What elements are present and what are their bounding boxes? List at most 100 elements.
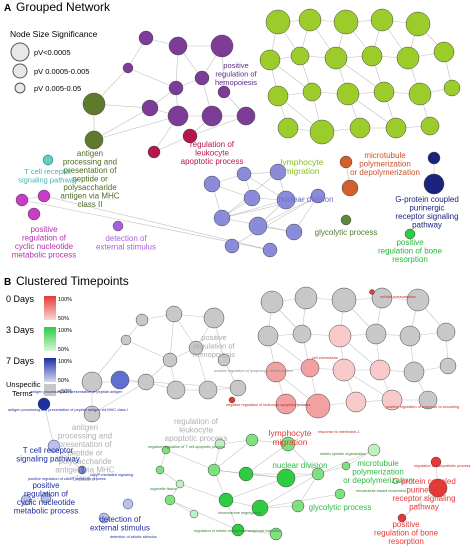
b-edge: [225, 477, 287, 501]
a-node: [427, 151, 441, 165]
b-node: [345, 391, 367, 413]
a-node: [298, 8, 322, 32]
b-node: [406, 288, 430, 312]
b-node: [291, 499, 305, 513]
b-node: [328, 324, 352, 348]
b-node: [207, 463, 221, 477]
b-node: [439, 357, 457, 375]
small-label-microtubule-based: microtubule-based movement: [356, 489, 407, 493]
small-label-chromosome: chromosome segregation: [218, 511, 261, 515]
b-node: [229, 379, 247, 397]
b-node: [166, 380, 186, 400]
b-node: [260, 290, 284, 314]
a-node: [210, 34, 234, 58]
a-node: [290, 46, 310, 66]
b-node: [369, 289, 375, 295]
b-edge: [91, 381, 147, 415]
a-node: [433, 41, 455, 63]
small-label-resp-il1: response to interleukin-1: [318, 430, 360, 434]
b-node: [428, 478, 448, 498]
b-node: [37, 397, 51, 411]
b-node: [365, 323, 387, 345]
b-node: [120, 334, 132, 346]
a-node: [248, 216, 268, 236]
b-node: [47, 439, 61, 453]
b-node: [331, 287, 357, 313]
a-node: [236, 166, 252, 182]
a-node: [267, 85, 289, 107]
a-node: [336, 82, 360, 106]
a-node: [324, 46, 348, 70]
b-node: [371, 287, 393, 309]
small-label-mitotic-transition: regulation of mitotic metaphase/anaphase…: [194, 529, 281, 533]
a-edge: [93, 107, 151, 141]
b-node: [238, 466, 254, 482]
b-edge: [237, 529, 277, 535]
legend-7days-label: 7 Days: [6, 356, 35, 366]
b-node: [276, 468, 296, 488]
b-node: [135, 313, 149, 327]
a-node: [259, 49, 281, 71]
b-node: [436, 322, 456, 342]
legend-unspecific-bar: [44, 384, 56, 396]
b-node: [403, 361, 425, 383]
b-edge: [165, 449, 215, 471]
a-node: [167, 105, 189, 127]
legend-circle-small: [14, 82, 26, 94]
b-node: [269, 527, 283, 541]
a-node: [112, 220, 124, 232]
a-node: [243, 189, 261, 207]
a-node: [224, 238, 240, 254]
b-node: [311, 467, 325, 481]
legend-3days-top: 100%: [58, 328, 72, 334]
b-node: [162, 352, 178, 368]
a-node: [201, 105, 223, 127]
b-node: [164, 494, 176, 506]
b-node: [198, 380, 218, 400]
legend-0days-bar: [44, 296, 56, 320]
a-node: [361, 45, 383, 67]
small-labels-b: cellular extravasation cell chemotaxis p…: [8, 295, 470, 539]
b-node: [217, 353, 231, 367]
a-edge: [221, 199, 287, 219]
b-node: [292, 324, 312, 344]
b-node: [189, 509, 199, 519]
a-node: [141, 99, 159, 117]
a-node: [309, 119, 335, 145]
a-node: [15, 193, 29, 207]
b-node: [251, 499, 269, 517]
small-label-resp-wound: positive regulation of response to wound…: [386, 405, 459, 409]
small-label-camp: cAMP-mediated signaling: [90, 473, 133, 477]
small-label-spindle: mitotic spindle organization: [320, 452, 366, 456]
a-node: [373, 81, 395, 103]
a-node: [182, 128, 198, 144]
a-node: [168, 36, 188, 56]
legend-0days-bottom: 50%: [58, 316, 69, 322]
small-label-antigen-mhc1: antigen processing and presentation of p…: [8, 408, 128, 412]
a-node: [194, 70, 210, 86]
small-label-neg-apop: negative regulation of T cell apoptotic …: [148, 445, 225, 449]
a-node: [404, 228, 416, 240]
label-glycolytic-a: glycolytic process: [315, 228, 378, 237]
panel-a-title: Grouped Network: [16, 0, 111, 14]
b-node: [188, 340, 204, 356]
b-node: [245, 433, 259, 447]
label-nuclear-a: nuclear division: [278, 195, 333, 204]
a-node: [423, 173, 445, 195]
label-glycolytic-b: glycolytic process: [309, 503, 372, 512]
a-node: [405, 11, 431, 37]
label-nuclear-b: nuclear division: [272, 461, 327, 470]
b-node: [341, 461, 351, 471]
legend-7days-bottom: 50%: [58, 378, 69, 384]
panel-a-letter: A: [4, 3, 11, 14]
